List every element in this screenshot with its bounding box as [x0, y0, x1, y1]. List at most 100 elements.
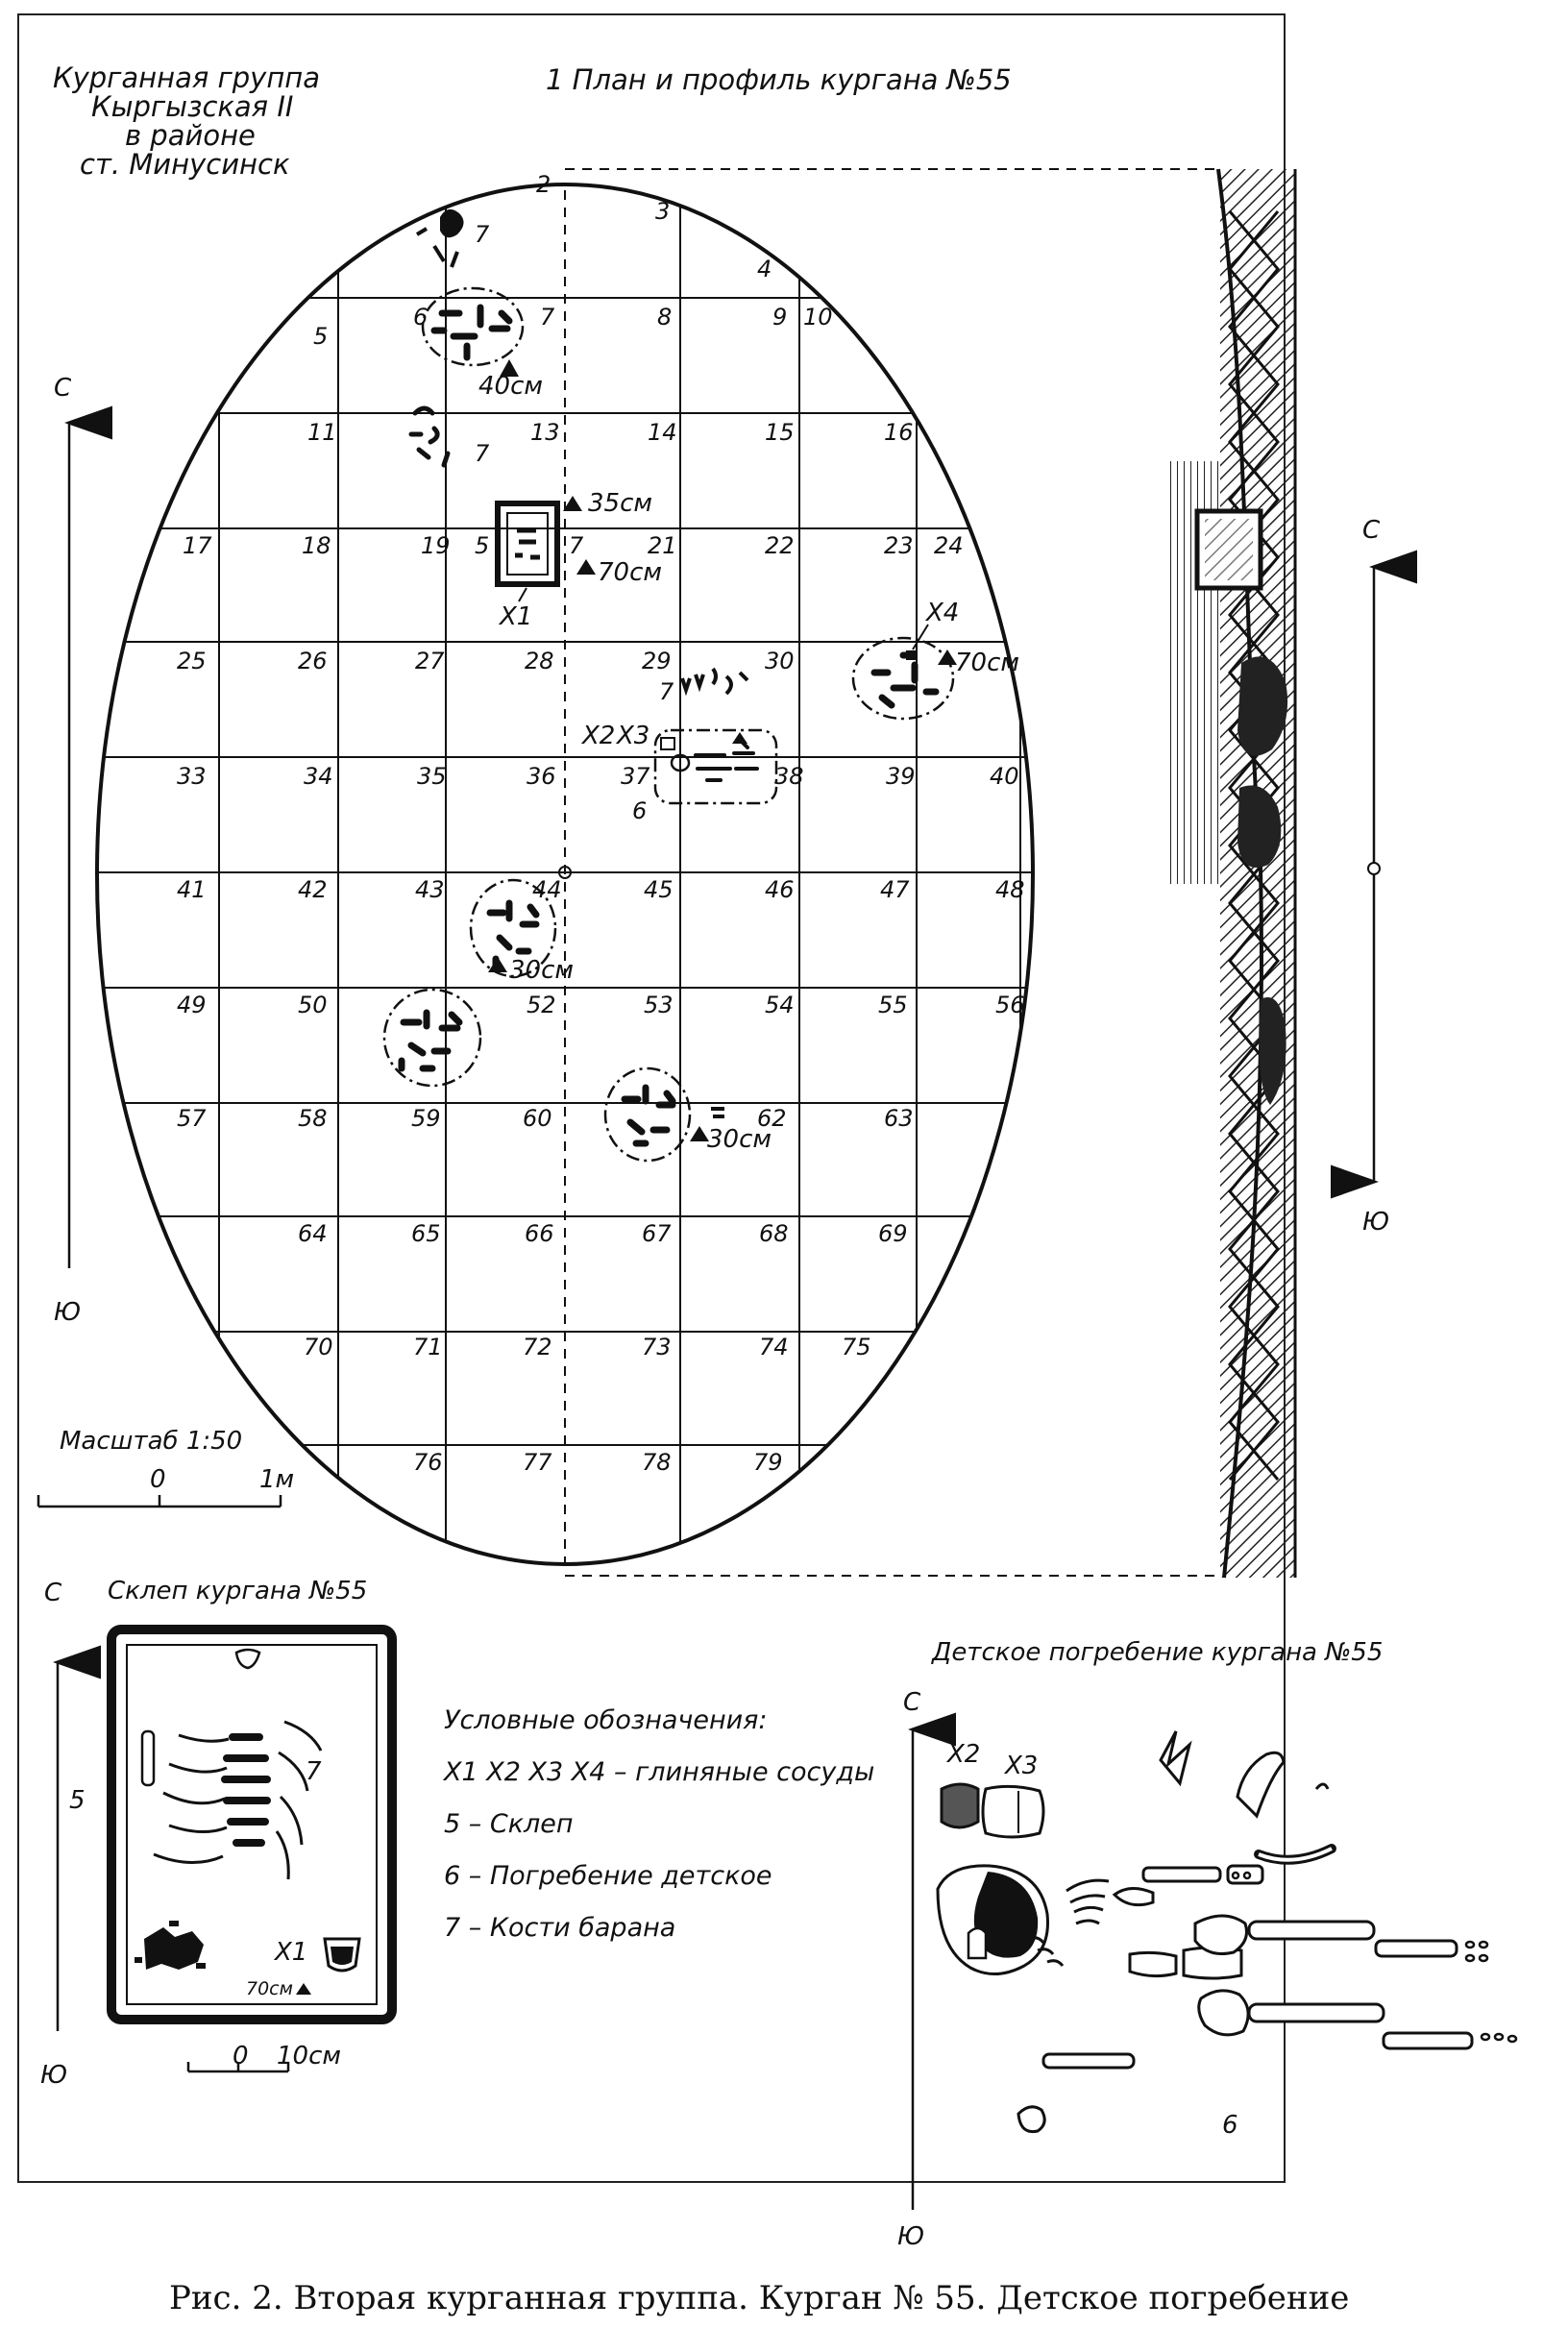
leader-line [912, 624, 929, 650]
vessel-label: X1 [498, 602, 532, 631]
cell-number: 7 [540, 304, 555, 331]
depth-marker [576, 559, 596, 575]
cell-number: 16 [884, 419, 914, 446]
cell-number: 17 [183, 532, 212, 559]
cell-number: 49 [177, 992, 207, 1018]
cell-number: 40 [990, 763, 1019, 790]
bone-cluster [851, 636, 955, 721]
cell-number: 33 [177, 763, 207, 790]
cell-number: 9 [772, 304, 787, 331]
crypt-vessel-label: X1 [273, 1938, 307, 1967]
leader-line [518, 587, 527, 602]
cell-number: 10 [803, 304, 833, 331]
depth-label: 35см [588, 489, 652, 518]
cell-number: 73 [642, 1334, 672, 1360]
grid-numbers: 2 3 4 5 6 7 8 9 10 11 13 14 15 16 17 18 … [177, 171, 1025, 1476]
depth-marker [563, 496, 582, 511]
vessel-label: X4 [924, 599, 959, 627]
mound-center-point [558, 866, 572, 879]
cell-number: 15 [765, 419, 795, 446]
depth-marker [488, 957, 507, 972]
cell-number: 75 [842, 1334, 871, 1360]
cell-number: 2 [536, 171, 551, 198]
vessel-label: X2 [580, 722, 615, 750]
depth-marker [690, 1126, 709, 1141]
cell-number: 11 [307, 419, 337, 446]
sheep-bones-feature: 7 [415, 208, 490, 268]
crypt-feature [495, 501, 560, 587]
cell-number: 21 [648, 532, 677, 559]
cell-number: 55 [878, 992, 908, 1018]
cell-number: 28 [525, 648, 554, 674]
sheep-bones-label: 7 [475, 440, 490, 467]
cell-number: 3 [655, 198, 670, 225]
cell-number: 6 [413, 304, 428, 331]
cell-number: 68 [759, 1220, 789, 1247]
cell-number: 67 [642, 1220, 672, 1247]
cell-number: 35 [417, 763, 447, 790]
sheep-bones-label: 7 [659, 678, 674, 705]
cell-number: 66 [525, 1220, 554, 1247]
cell-number: 72 [523, 1334, 552, 1360]
cell-number: 59 [411, 1105, 441, 1132]
north-label: С [903, 1688, 921, 1717]
cell-number: 36 [527, 763, 556, 790]
bone-cluster [382, 988, 482, 1088]
south-label: Ю [40, 2061, 67, 2090]
cell-number: 5 [313, 323, 328, 350]
cell-number: 22 [765, 532, 795, 559]
legend-item: X1 X2 X3 X4 – глиняные сосуды [444, 1757, 875, 1787]
cell-number: 48 [995, 876, 1025, 903]
legend-item: 7 – Кости барана [444, 1913, 676, 1943]
cell-number: 65 [411, 1220, 441, 1247]
vessel-label: X3 [615, 722, 649, 750]
child-burial-drawing: Детское погребение кургана №55 С Ю X2 X3 [897, 1638, 1518, 2251]
cell-number: 70 [304, 1334, 333, 1360]
cell-number: 58 [298, 1105, 328, 1132]
crypt-scale-ten: 10см [277, 2042, 341, 2071]
cell-number: 23 [884, 532, 914, 559]
cell-number: 19 [421, 532, 451, 559]
cell-number: 54 [765, 992, 795, 1018]
cell-number: 57 [177, 1105, 207, 1132]
child-burial-title: Детское погребение кургана №55 [931, 1638, 1383, 1667]
north-label: С [44, 1579, 62, 1607]
south-label: Ю [54, 1298, 81, 1327]
child-vessel-label: X3 [1003, 1752, 1038, 1780]
cell-number: 39 [886, 763, 916, 790]
crypt-mark-7: 7 [306, 1757, 322, 1786]
cell-number: 7 [569, 532, 584, 559]
cell-number: 30 [765, 648, 795, 674]
legend-title: Условные обозначения: [444, 1705, 768, 1735]
legend-item: 6 – Погребение детское [444, 1861, 772, 1891]
scale-zero: 0 [150, 1465, 166, 1494]
depth-marker [500, 359, 519, 377]
sheep-bones-label: 7 [475, 221, 490, 248]
group-title: Курганная группа Кыргызская II в районе … [53, 63, 320, 179]
cell-number: 18 [302, 532, 331, 559]
south-label: Ю [1362, 1208, 1389, 1237]
cell-number: 56 [995, 992, 1025, 1018]
plan-grid [97, 184, 1033, 1564]
cell-number: 69 [878, 1220, 908, 1247]
bone-cluster [421, 286, 525, 367]
cell-number: 25 [177, 648, 207, 674]
cell-number: 45 [644, 876, 674, 903]
scale-bar: Масштаб 1:50 0 1м [37, 1427, 294, 1508]
cell-number: 53 [644, 992, 674, 1018]
cell-number: 77 [523, 1449, 552, 1476]
child-vessel-label: X2 [945, 1740, 980, 1769]
cell-number: 74 [759, 1334, 789, 1360]
cell-number: 14 [648, 419, 677, 446]
north-label: С [1362, 516, 1381, 545]
cell-number: 41 [177, 876, 207, 903]
plan-north-arrow: С Ю [54, 374, 112, 1327]
profile-north-arrow: С Ю [1331, 516, 1417, 1237]
group-title-line: ст. Минусинск [80, 148, 290, 181]
cell-number: 64 [298, 1220, 328, 1247]
cell-number: 63 [884, 1105, 914, 1132]
cell-number: 13 [530, 419, 560, 446]
depth-label: 40см [478, 372, 543, 401]
cell-number: 37 [621, 763, 650, 790]
cell-number: 43 [415, 876, 445, 903]
